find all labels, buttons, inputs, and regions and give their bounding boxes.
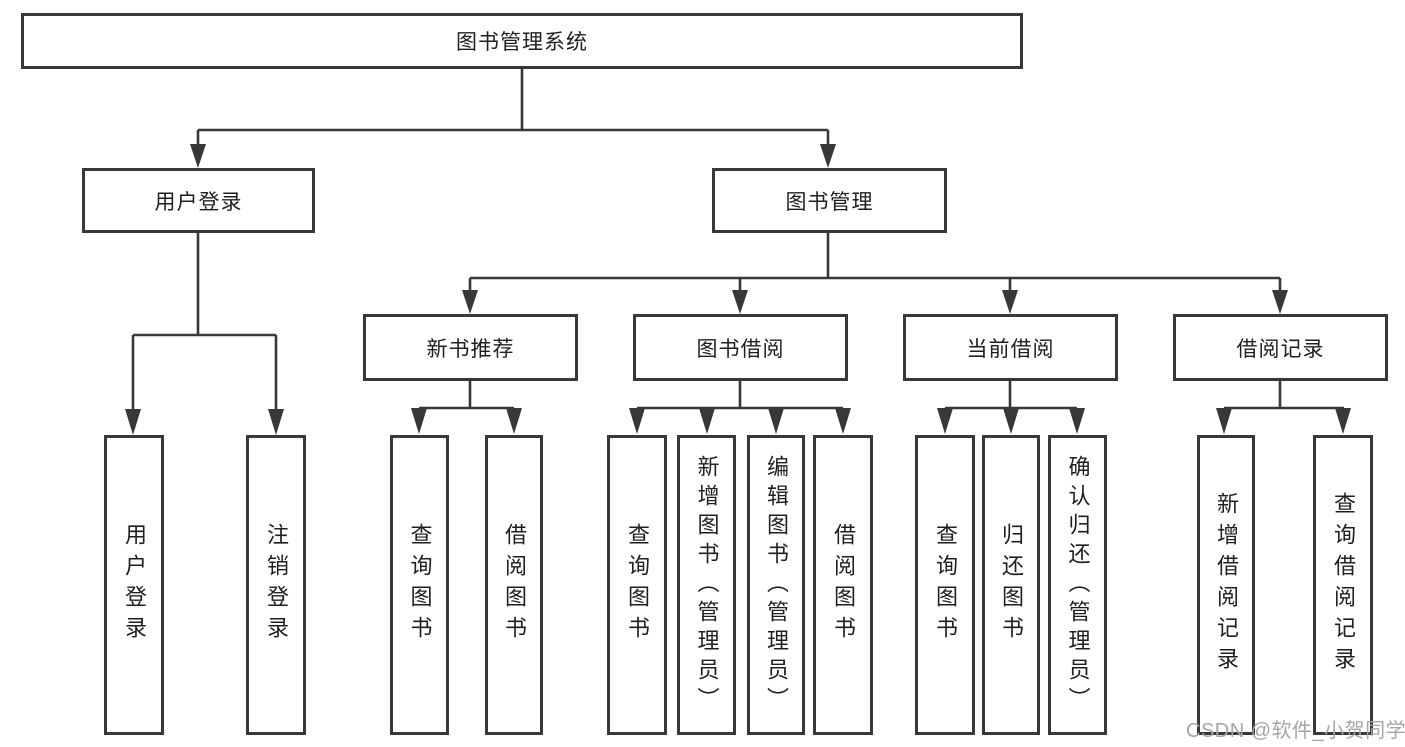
leaf-edit-books-admin: 编辑图书（管理员） (747, 435, 805, 735)
leaf-query-books-current: 查询图书 (915, 435, 975, 735)
leaf-add-books-admin: 新增图书（管理员） (677, 435, 736, 735)
leaf-borrow-books-recommend: 借阅图书 (485, 435, 543, 735)
leaf-logout: 注销登录 (246, 435, 306, 735)
node-library-management-system: 图书管理系统 (21, 13, 1023, 69)
leaf-return-books: 归还图书 (982, 435, 1040, 735)
node-borrowing-records: 借阅记录 (1173, 314, 1388, 381)
node-user-login: 用户登录 (82, 168, 315, 233)
node-current-borrowing: 当前借阅 (903, 314, 1118, 381)
leaf-query-books-recommend: 查询图书 (390, 435, 449, 735)
node-new-book-recommendation: 新书推荐 (363, 314, 578, 381)
leaf-query-books-borrowing: 查询图书 (607, 435, 667, 735)
node-book-management: 图书管理 (712, 168, 947, 233)
leaf-query-borrow-record: 查询借阅记录 (1313, 435, 1373, 735)
arrowheads (125, 144, 1351, 435)
leaf-borrow-books: 借阅图书 (813, 435, 873, 735)
leaf-user-login: 用户登录 (104, 435, 164, 735)
leaf-confirm-return-admin: 确认归还（管理员） (1048, 435, 1107, 735)
leaf-add-borrow-record: 新增借阅记录 (1197, 435, 1255, 735)
csdn-watermark: CSDN @软件_小贺同学 (1186, 720, 1405, 742)
node-book-borrowing: 图书借阅 (633, 314, 848, 381)
